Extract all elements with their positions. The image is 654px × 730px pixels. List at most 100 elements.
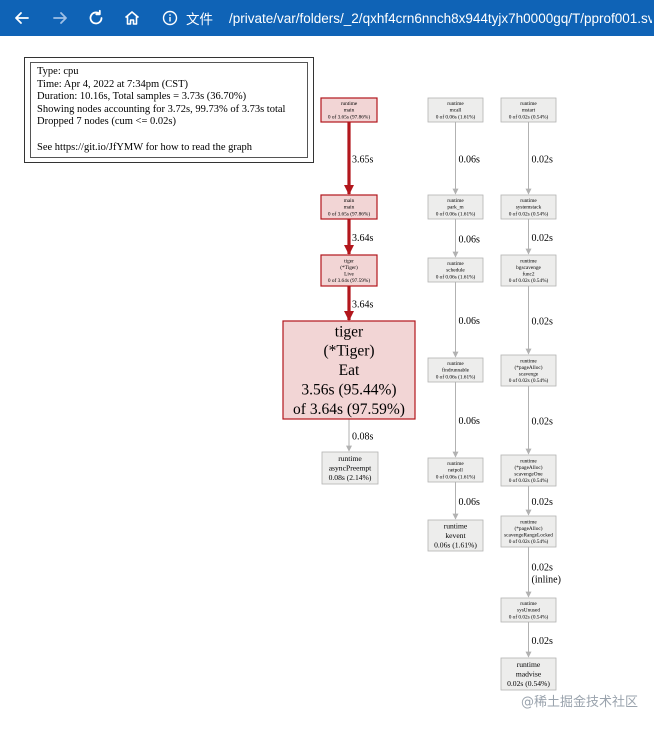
node-label: main xyxy=(344,205,355,211)
node-label: bgscavenge xyxy=(516,265,541,271)
node-label: runtime xyxy=(447,461,464,467)
legend-time: Time: Apr 4, 2022 at 7:34pm (CST) xyxy=(37,78,188,90)
node-label: runtime xyxy=(520,358,537,364)
node-label: systemstack xyxy=(516,205,542,211)
legend-blank xyxy=(37,129,301,142)
edge-label: 0.06s xyxy=(459,316,481,327)
home-icon[interactable] xyxy=(120,6,144,30)
node-box xyxy=(320,194,378,220)
node-box xyxy=(500,194,557,220)
node-label: runtime xyxy=(338,454,362,463)
legend-inner: Type: cpu Time: Apr 4, 2022 at 7:34pm (C… xyxy=(30,62,308,158)
url-text[interactable]: /private/var/folders/_2/qxhf4crn6nnch8x9… xyxy=(229,10,652,26)
node-label: 0 of 0.02s (0.54%) xyxy=(509,377,549,384)
legend-dropped: Dropped 7 nodes (cum <= 0.02s) xyxy=(37,116,176,128)
node-label: park_m xyxy=(447,205,464,211)
node-label: 0 of 0.02s (0.54%) xyxy=(509,210,549,217)
node-box xyxy=(500,354,557,387)
forward-icon[interactable] xyxy=(48,6,72,30)
node-label: 0 of 3.65s (97.86%) xyxy=(328,210,370,217)
node-label: main xyxy=(344,108,355,114)
node-box xyxy=(500,597,557,623)
node-label: 0.02s (0.54%) xyxy=(507,679,550,688)
node-label: (*pageAlloc) xyxy=(515,464,543,471)
graph-edges: 3.65s3.64s3.64s0.08s0.06s0.06s0.06s0.06s… xyxy=(343,122,561,658)
node-label: runtime xyxy=(520,519,537,525)
edge-label: 0.02s xyxy=(532,563,554,574)
node-label: runtime xyxy=(447,361,464,367)
node-label: func2 xyxy=(522,271,534,278)
edge-label: 0.02s xyxy=(532,233,554,244)
node-box xyxy=(500,454,557,487)
edge-label: 0.02s xyxy=(532,636,554,647)
node-box xyxy=(282,320,416,420)
node-label: 0 of 0.06s (1.61%) xyxy=(436,210,476,217)
node-label: 0 of 0.06s (1.61%) xyxy=(436,113,476,120)
node-box xyxy=(427,97,484,123)
legend-help-link[interactable]: See https://git.io/JfYMW for how to read… xyxy=(37,141,253,153)
legend-type: Type: cpu xyxy=(37,66,79,77)
watermark: @稀土掘金技术社区 xyxy=(520,695,638,710)
node-box xyxy=(427,257,484,283)
node-box xyxy=(427,194,484,220)
edge-label: 0.02s xyxy=(532,155,554,166)
node-box xyxy=(427,519,484,552)
edge-label: 0.06s xyxy=(459,497,481,508)
node-label: Eat xyxy=(339,362,360,379)
edge-label: 0.06s xyxy=(459,235,481,246)
node-label: (*pageAlloc) xyxy=(515,364,543,371)
node-label: runtime xyxy=(447,101,464,107)
back-icon[interactable] xyxy=(10,6,34,30)
node-pa_rangeLocked[interactable]: runtime(*pageAlloc)scavengeRangeLocked0 … xyxy=(500,515,557,548)
node-label: Live xyxy=(344,272,354,278)
node-label: (*pageAlloc) xyxy=(515,525,543,532)
node-label: 0 of 0.02s (0.54%) xyxy=(509,538,549,545)
edge-label: 3.64s xyxy=(352,300,374,311)
node-box xyxy=(427,357,484,383)
reload-icon[interactable] xyxy=(84,6,108,30)
file-label: 文件 xyxy=(186,12,213,27)
node-label: 0 of 0.02s (0.54%) xyxy=(509,277,549,284)
edge-label: 0.02s xyxy=(532,497,554,508)
node-label: runtime xyxy=(447,261,464,267)
node-label: runtime xyxy=(520,458,537,464)
node-box xyxy=(320,97,378,123)
edge-label: 0.06s xyxy=(459,155,481,166)
edge-label: 3.65s xyxy=(352,155,374,166)
node-label: 0.06s (1.61%) xyxy=(434,540,477,549)
node-box xyxy=(321,451,379,485)
info-icon[interactable] xyxy=(162,10,178,26)
edge-label: (inline) xyxy=(532,575,561,586)
node-label: 0 of 0.02s (0.54%) xyxy=(509,613,549,620)
node-label: 0 of 0.02s (0.54%) xyxy=(509,113,549,120)
node-label: runtime xyxy=(520,258,537,264)
node-label: scavengeOne xyxy=(514,472,543,478)
node-label: findrunnable xyxy=(442,367,470,374)
node-label: sysUnused xyxy=(517,608,540,614)
node-label: 0 of 0.06s (1.61%) xyxy=(436,373,476,380)
profile-legend: Type: cpu Time: Apr 4, 2022 at 7:34pm (C… xyxy=(24,57,314,163)
address-bar[interactable]: 文件 /private/var/folders/_2/qxhf4crn6nnch… xyxy=(162,5,652,31)
node-box xyxy=(500,97,557,123)
node-label: (*Tiger) xyxy=(323,343,374,360)
